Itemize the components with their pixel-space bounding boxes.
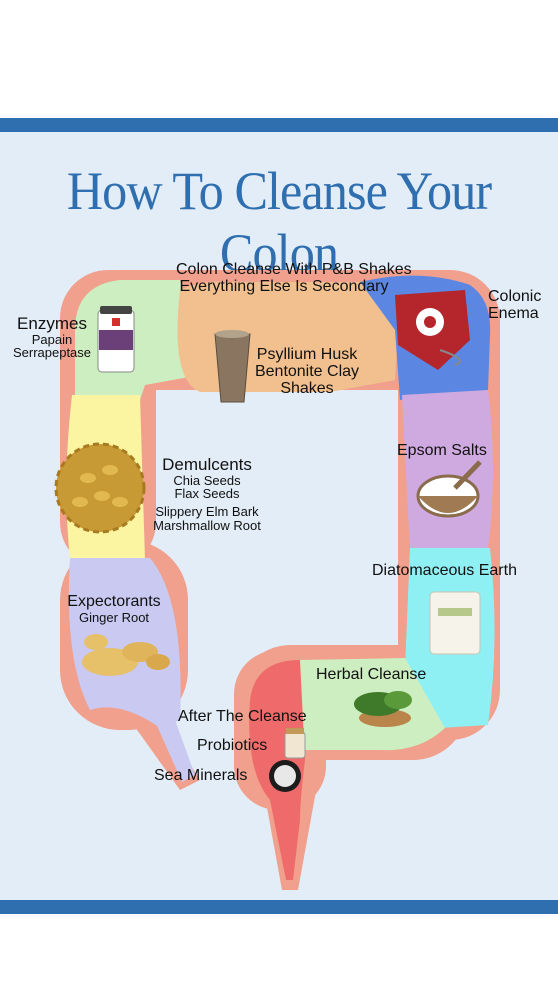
shakes-item: Bentonite Clay xyxy=(254,362,360,380)
enema-bag-icon xyxy=(395,290,470,370)
epsom-label: Epsom Salts xyxy=(397,442,487,459)
top-band xyxy=(0,118,558,132)
shake-glass-icon xyxy=(214,330,251,403)
demulcents-label: Demulcents Chia Seeds Flax Seeds Slipper… xyxy=(142,456,272,532)
sea-minerals-bowl-icon xyxy=(269,760,301,792)
enema-heading-line2: Enema xyxy=(488,304,539,322)
herbs-basket-icon xyxy=(354,691,412,727)
enzymes-label: Enzymes Papain Serrapeptase xyxy=(6,315,98,360)
expectorants-item: Ginger Root xyxy=(78,609,150,625)
intro-text: Colon Cleanse With P&B Shakes Everything… xyxy=(176,261,412,296)
demulcents-item: Slippery Elm Bark xyxy=(155,504,259,520)
demulcents-item: Flax Seeds xyxy=(174,486,240,502)
demulcents-heading: Demulcents xyxy=(162,455,252,474)
bottom-band xyxy=(0,900,558,914)
herbal-label: Herbal Cleanse xyxy=(316,666,427,683)
seeds-icon xyxy=(54,442,146,534)
shakes-item: Psyllium Husk xyxy=(256,346,358,363)
ginger-icon xyxy=(82,634,170,676)
enzymes-item: Serrapeptase xyxy=(12,345,92,361)
salt-bowl-icon xyxy=(416,460,482,518)
probiotics-bottle-icon xyxy=(284,728,306,759)
intro-line1: Colon Cleanse With P&B Shakes xyxy=(176,261,412,278)
enema-label: Colonic Enema xyxy=(488,288,542,323)
shakes-label: Psyllium Husk Bentonite Clay Shakes xyxy=(254,346,360,397)
enzymes-item: Papain xyxy=(31,331,73,347)
diatomaceous-label: Diatomaceous Earth xyxy=(372,562,517,579)
shakes-item: Shakes xyxy=(280,379,334,397)
diatomaceous-bag-icon xyxy=(429,591,481,655)
segment-purple xyxy=(402,390,493,550)
segment-lavender xyxy=(68,558,181,728)
demulcents-item: Chia Seeds xyxy=(173,472,241,488)
enzymes-bottle-icon xyxy=(97,306,135,373)
enema-heading-line1: Colonic xyxy=(488,288,542,305)
enzymes-heading: Enzymes xyxy=(17,314,87,333)
sea-minerals-label: Sea Minerals xyxy=(154,767,248,784)
probiotics-label: Probiotics xyxy=(197,737,268,754)
expectorants-heading: Expectorants xyxy=(67,593,161,610)
demulcents-item: Marshmallow Root xyxy=(153,517,261,533)
intro-line2: Everything Else Is Secondary xyxy=(179,277,389,295)
segment-sigmoid-tail xyxy=(150,710,195,782)
after-heading: After The Cleanse xyxy=(178,708,307,725)
expectorants-label: Expectorants Ginger Root xyxy=(56,593,172,625)
